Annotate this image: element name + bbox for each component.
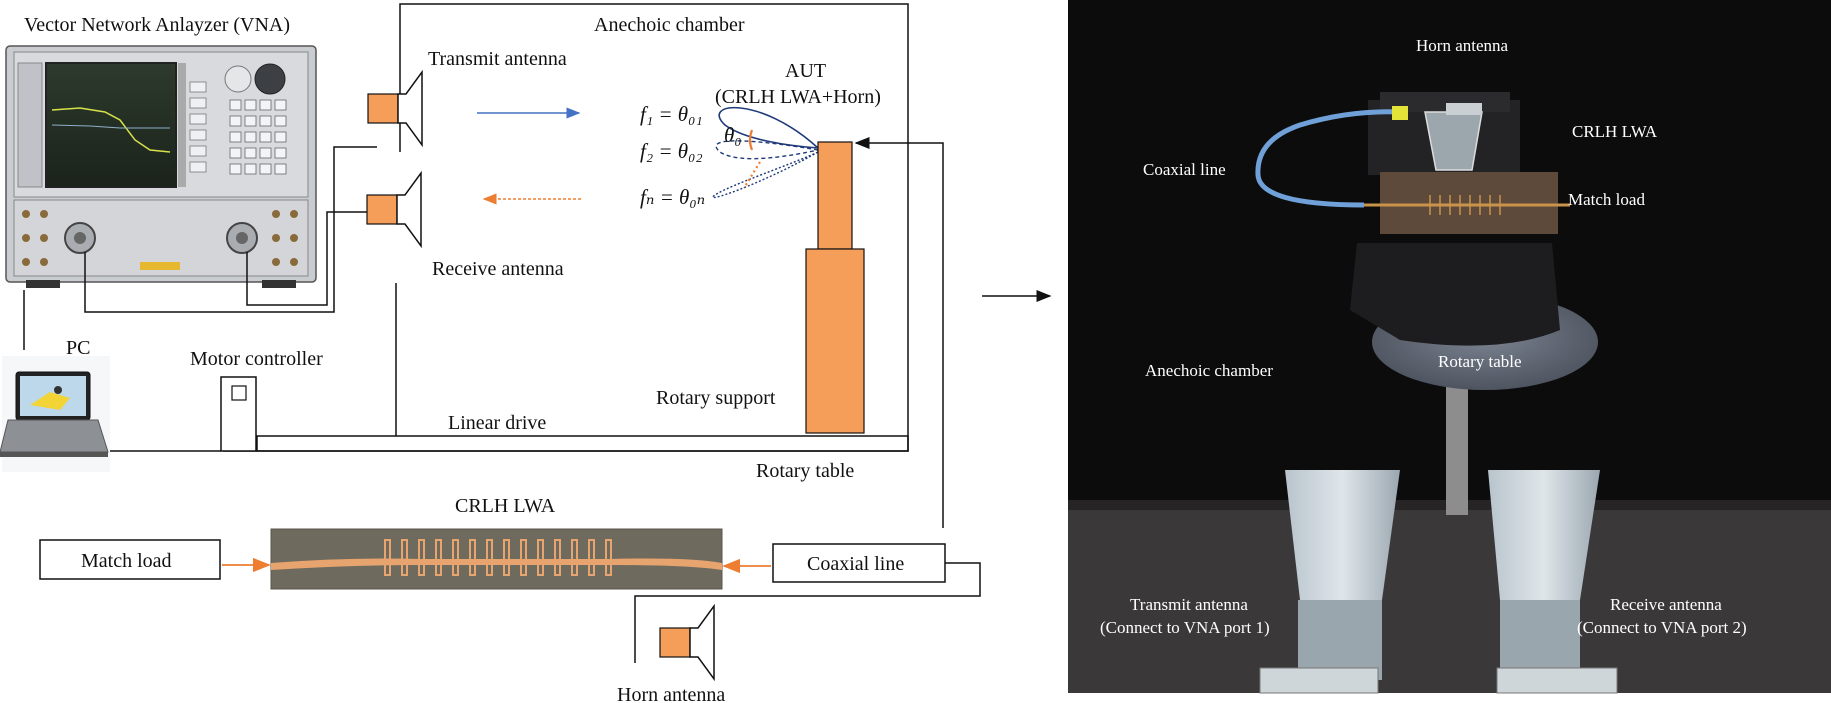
beam-f1-label: f₁ = θ₀₁: [640, 102, 703, 126]
laptop-icon: [0, 356, 110, 472]
rotary-support-label: Rotary support: [656, 387, 776, 409]
motor-controller-display: [231, 385, 247, 401]
vna-instrument-icon: [5, 45, 317, 288]
photo-match-load-label: Match load: [1568, 190, 1645, 209]
photo-horn-antenna-label: Horn antenna: [1416, 36, 1509, 55]
cable-vna-port1: [84, 146, 377, 313]
aut-title: AUT: [785, 60, 826, 82]
rotary-table-label: Rotary table: [756, 460, 854, 482]
match-load-label: Match load: [81, 550, 172, 572]
aut-mast-upper: [817, 141, 853, 250]
crlh-lwa-board: [270, 528, 723, 590]
photo-transmit-antenna-label: Transmit antenna: [1130, 595, 1248, 614]
vna-label: Vector Network Anlayzer (VNA): [24, 14, 290, 36]
crlh-lwa-label: CRLH LWA: [455, 495, 556, 517]
coax-feed-to-aut: [854, 137, 944, 528]
photo-receive-antenna-label: Receive antenna: [1610, 595, 1722, 614]
schematic-panel: Vector Network Anlayzer (VNA) Anechoic c…: [0, 3, 1052, 703]
coaxial-line-box: [772, 543, 946, 583]
transmit-antenna-label: Transmit antenna: [428, 48, 567, 70]
photo-anechoic-chamber-label: Anechoic chamber: [1145, 361, 1273, 380]
photo-receive-port-label: (Connect to VNA port 2): [1577, 618, 1747, 637]
receive-horn-photo: [1488, 470, 1600, 600]
beam-f2-label: f₂ = θ₀₂: [640, 139, 703, 163]
motor-controller-label: Motor controller: [190, 348, 323, 370]
photo-coaxial-line-label: Coaxial line: [1143, 160, 1226, 179]
anechoic-chamber-label: Anechoic chamber: [594, 14, 745, 36]
photo-transmit-port-label: (Connect to VNA port 1): [1100, 618, 1270, 637]
coaxial-line-photo: [1255, 109, 1401, 208]
beam-fn-label: fₙ = θ₀ₙ: [640, 185, 705, 209]
crlh-lwa-photo: [1380, 172, 1558, 234]
cable-vna-port2: [246, 211, 367, 306]
match-load-box: [39, 539, 221, 580]
theta0-label: θ₀: [724, 123, 742, 147]
theta0-arc: [748, 129, 754, 151]
rotary-table-rail: [256, 435, 909, 452]
photo-panel: Horn antenna CRLH LWA Coaxial line Match…: [1068, 0, 1831, 694]
transmit-horn-antenna-icon: [367, 69, 423, 148]
rotary-support-block: [805, 248, 865, 434]
photo-rotary-table-label: Rotary table: [1438, 352, 1522, 371]
receive-horn-antenna-icon: [366, 170, 422, 249]
linear-drive-label: Linear drive: [448, 412, 546, 434]
coaxial-line-label: Coaxial line: [807, 553, 904, 575]
transmit-horn-photo: [1285, 470, 1400, 600]
horn-antenna-icon: [659, 603, 715, 682]
photo-crlh-lwa-label: CRLH LWA: [1572, 122, 1658, 141]
aut-subtitle: (CRLH LWA+Horn): [715, 86, 881, 108]
cable-coax-horn: [634, 562, 981, 663]
radiation-beams: [712, 106, 821, 199]
pc-label: PC: [66, 337, 90, 359]
horn-antenna-label: Horn antenna: [617, 684, 725, 703]
receive-antenna-label: Receive antenna: [432, 258, 564, 280]
